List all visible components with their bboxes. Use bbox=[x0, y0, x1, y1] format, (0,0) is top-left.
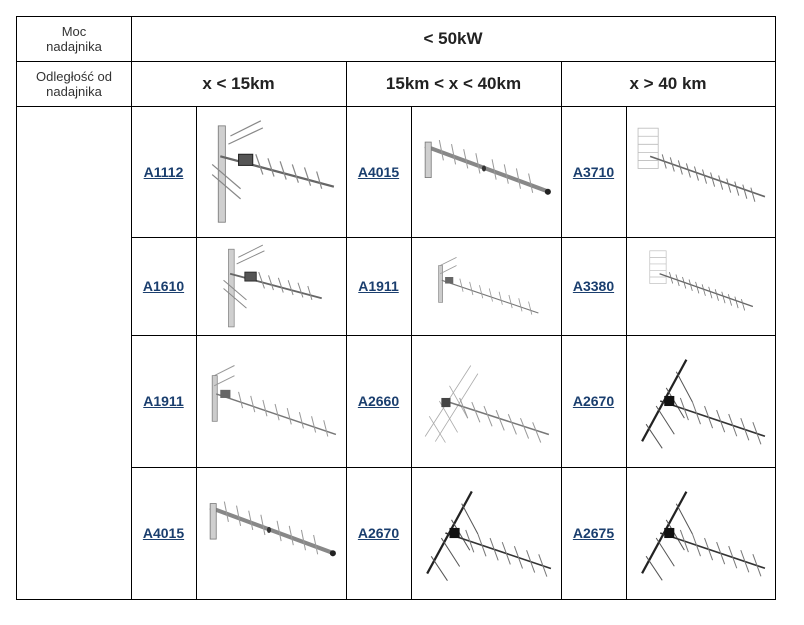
antenna-image-cell bbox=[626, 237, 775, 335]
range-header-medium: 15km < x < 40km bbox=[346, 61, 561, 106]
antenna-code-cell: A1911 bbox=[131, 335, 196, 467]
row-divider bbox=[131, 467, 775, 468]
antenna-icon[interactable] bbox=[200, 339, 342, 463]
range-label: 15km < x < 40km bbox=[385, 73, 522, 93]
antenna-model-link[interactable]: A4015 bbox=[357, 163, 400, 180]
antenna-icon[interactable] bbox=[200, 110, 342, 233]
antenna-selection-table: Moc nadajnika < 50kW Odległość od nadajn… bbox=[16, 16, 776, 600]
range-label: x < 15km bbox=[202, 73, 275, 93]
antenna-icon[interactable] bbox=[415, 241, 557, 331]
antenna-code-cell: A3380 bbox=[561, 237, 626, 335]
antenna-code-cell: A1911 bbox=[346, 237, 411, 335]
antenna-model-link[interactable]: A4015 bbox=[142, 525, 185, 541]
antenna-model-link[interactable]: A3380 bbox=[572, 278, 615, 294]
antenna-image-cell bbox=[196, 467, 346, 599]
antenna-image-cell bbox=[411, 335, 561, 467]
antenna-image-cell bbox=[196, 335, 346, 467]
antenna-model-link[interactable]: A2675 bbox=[572, 525, 615, 541]
antenna-image-cell bbox=[626, 467, 775, 599]
antenna-image-cell bbox=[626, 106, 775, 237]
antenna-icon[interactable] bbox=[415, 339, 557, 463]
antenna-image-cell bbox=[411, 106, 561, 237]
antenna-image-cell bbox=[196, 106, 346, 237]
col-divider bbox=[561, 61, 562, 599]
row-divider bbox=[17, 61, 775, 62]
antenna-icon[interactable] bbox=[415, 471, 557, 595]
antenna-icon[interactable] bbox=[630, 339, 771, 463]
antenna-model-link[interactable]: A1112 bbox=[143, 163, 184, 180]
antenna-model-link[interactable]: A2670 bbox=[572, 393, 615, 409]
power-label-cell: Moc nadajnika bbox=[17, 17, 131, 61]
range-label: x > 40 km bbox=[629, 73, 707, 93]
antenna-image-cell bbox=[411, 237, 561, 335]
antenna-code-cell: A4015 bbox=[131, 467, 196, 599]
antenna-code-cell: A3710 bbox=[561, 106, 626, 237]
row-divider bbox=[131, 237, 775, 238]
col-divider bbox=[131, 17, 132, 599]
antenna-model-link[interactable]: A1610 bbox=[142, 278, 185, 294]
antenna-image-cell bbox=[626, 335, 775, 467]
antenna-model-link[interactable]: A3710 bbox=[572, 163, 615, 180]
antenna-code-cell: A2670 bbox=[561, 335, 626, 467]
antenna-model-link[interactable]: A1911 bbox=[143, 393, 184, 409]
row-divider bbox=[131, 335, 775, 336]
antenna-code-cell: A2675 bbox=[561, 467, 626, 599]
col-divider bbox=[346, 61, 347, 599]
row-divider bbox=[17, 106, 775, 107]
col-divider bbox=[626, 106, 627, 599]
antenna-icon[interactable] bbox=[630, 471, 771, 595]
antenna-image-cell bbox=[196, 237, 346, 335]
antenna-code-cell: A1112 bbox=[131, 106, 196, 237]
antenna-icon[interactable] bbox=[630, 241, 771, 331]
antenna-icon[interactable] bbox=[415, 110, 557, 233]
antenna-code-cell: A1610 bbox=[131, 237, 196, 335]
antenna-code-cell: A2670 bbox=[346, 467, 411, 599]
col-divider bbox=[196, 106, 197, 599]
antenna-model-link[interactable]: A2660 bbox=[357, 393, 400, 409]
antenna-image-cell bbox=[411, 467, 561, 599]
antenna-model-link[interactable]: A1911 bbox=[358, 278, 399, 294]
range-header-long: x > 40 km bbox=[561, 61, 775, 106]
power-value-cell: < 50kW bbox=[131, 17, 775, 61]
range-header-short: x < 15km bbox=[131, 61, 346, 106]
power-label: Moc nadajnika bbox=[46, 24, 102, 54]
antenna-code-cell: A4015 bbox=[346, 106, 411, 237]
antenna-model-link[interactable]: A2670 bbox=[357, 525, 400, 541]
distance-label-cell: Odległość od nadajnika bbox=[17, 61, 131, 106]
col-divider bbox=[411, 106, 412, 599]
antenna-icon[interactable] bbox=[200, 241, 342, 331]
antenna-icon[interactable] bbox=[200, 471, 342, 595]
empty-label-cell bbox=[17, 106, 131, 599]
power-value: < 50kW bbox=[423, 29, 483, 48]
distance-label: Odległość od nadajnika bbox=[36, 68, 112, 99]
antenna-code-cell: A2660 bbox=[346, 335, 411, 467]
antenna-icon[interactable] bbox=[630, 110, 771, 233]
